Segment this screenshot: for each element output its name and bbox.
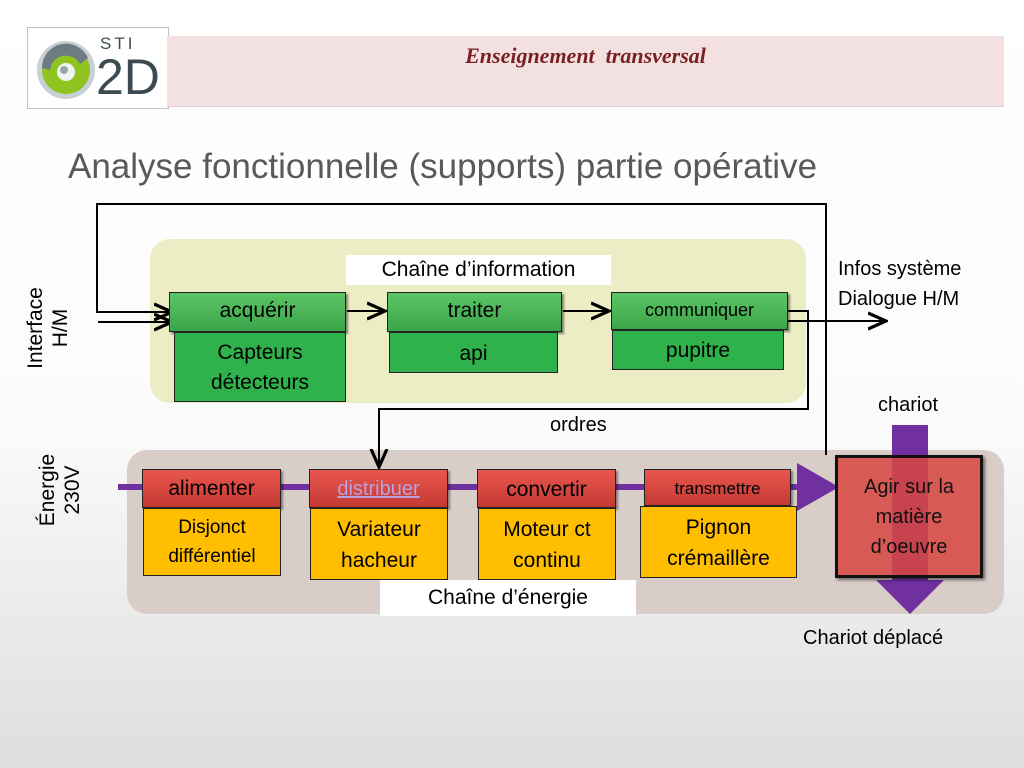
component-api: api bbox=[389, 332, 558, 373]
action-box bbox=[835, 455, 983, 578]
header-band bbox=[167, 36, 1004, 107]
function-distribuer: distribuer bbox=[309, 469, 448, 508]
interface-input-label: Interface H/M bbox=[24, 287, 72, 369]
function-transmettre: transmettre bbox=[644, 469, 791, 506]
feedback-arrow bbox=[96, 203, 827, 455]
energy-input-label: Énergie 230V bbox=[36, 453, 84, 527]
ordres-label: ordres bbox=[550, 414, 607, 436]
function-acquerir: acquérir bbox=[169, 292, 346, 332]
component-pignon: Pignon crémaillère bbox=[640, 506, 797, 578]
energy-chain-label: Chaîne d’énergie bbox=[380, 580, 636, 616]
component-capteurs: Capteurs détecteurs bbox=[174, 332, 346, 402]
output-info-line2: Dialogue H/M bbox=[838, 288, 960, 310]
function-traiter: traiter bbox=[387, 292, 562, 332]
information-chain-label: Chaîne d’information bbox=[346, 255, 611, 285]
component-disjoncteur: Disjonct différentiel bbox=[143, 508, 281, 576]
header-title: Enseignement transversal bbox=[465, 43, 706, 68]
function-convertir: convertir bbox=[477, 469, 616, 508]
output-info-line1: Infos système bbox=[838, 258, 962, 280]
ordres-arrow bbox=[379, 310, 809, 467]
sti2d-logo-icon bbox=[37, 41, 95, 99]
logo-2d-text: 2D bbox=[96, 49, 160, 105]
action-label: Agir sur la matière d’oeuvre bbox=[863, 476, 955, 558]
function-communiquer: communiquer bbox=[611, 292, 788, 330]
component-moteur: Moteur ct continu bbox=[478, 508, 616, 580]
material-out-label: Chariot déplacé bbox=[803, 627, 944, 649]
logo-sti-text: STI bbox=[100, 34, 136, 53]
slide-title: Analyse fonctionnelle (supports) partie … bbox=[68, 147, 818, 186]
component-variateur: Variateur hacheur bbox=[310, 508, 448, 580]
material-in-label: chariot bbox=[878, 394, 939, 416]
logo: STI 2D bbox=[27, 27, 169, 109]
component-pupitre: pupitre bbox=[612, 330, 784, 370]
function-alimenter: alimenter bbox=[142, 469, 281, 508]
